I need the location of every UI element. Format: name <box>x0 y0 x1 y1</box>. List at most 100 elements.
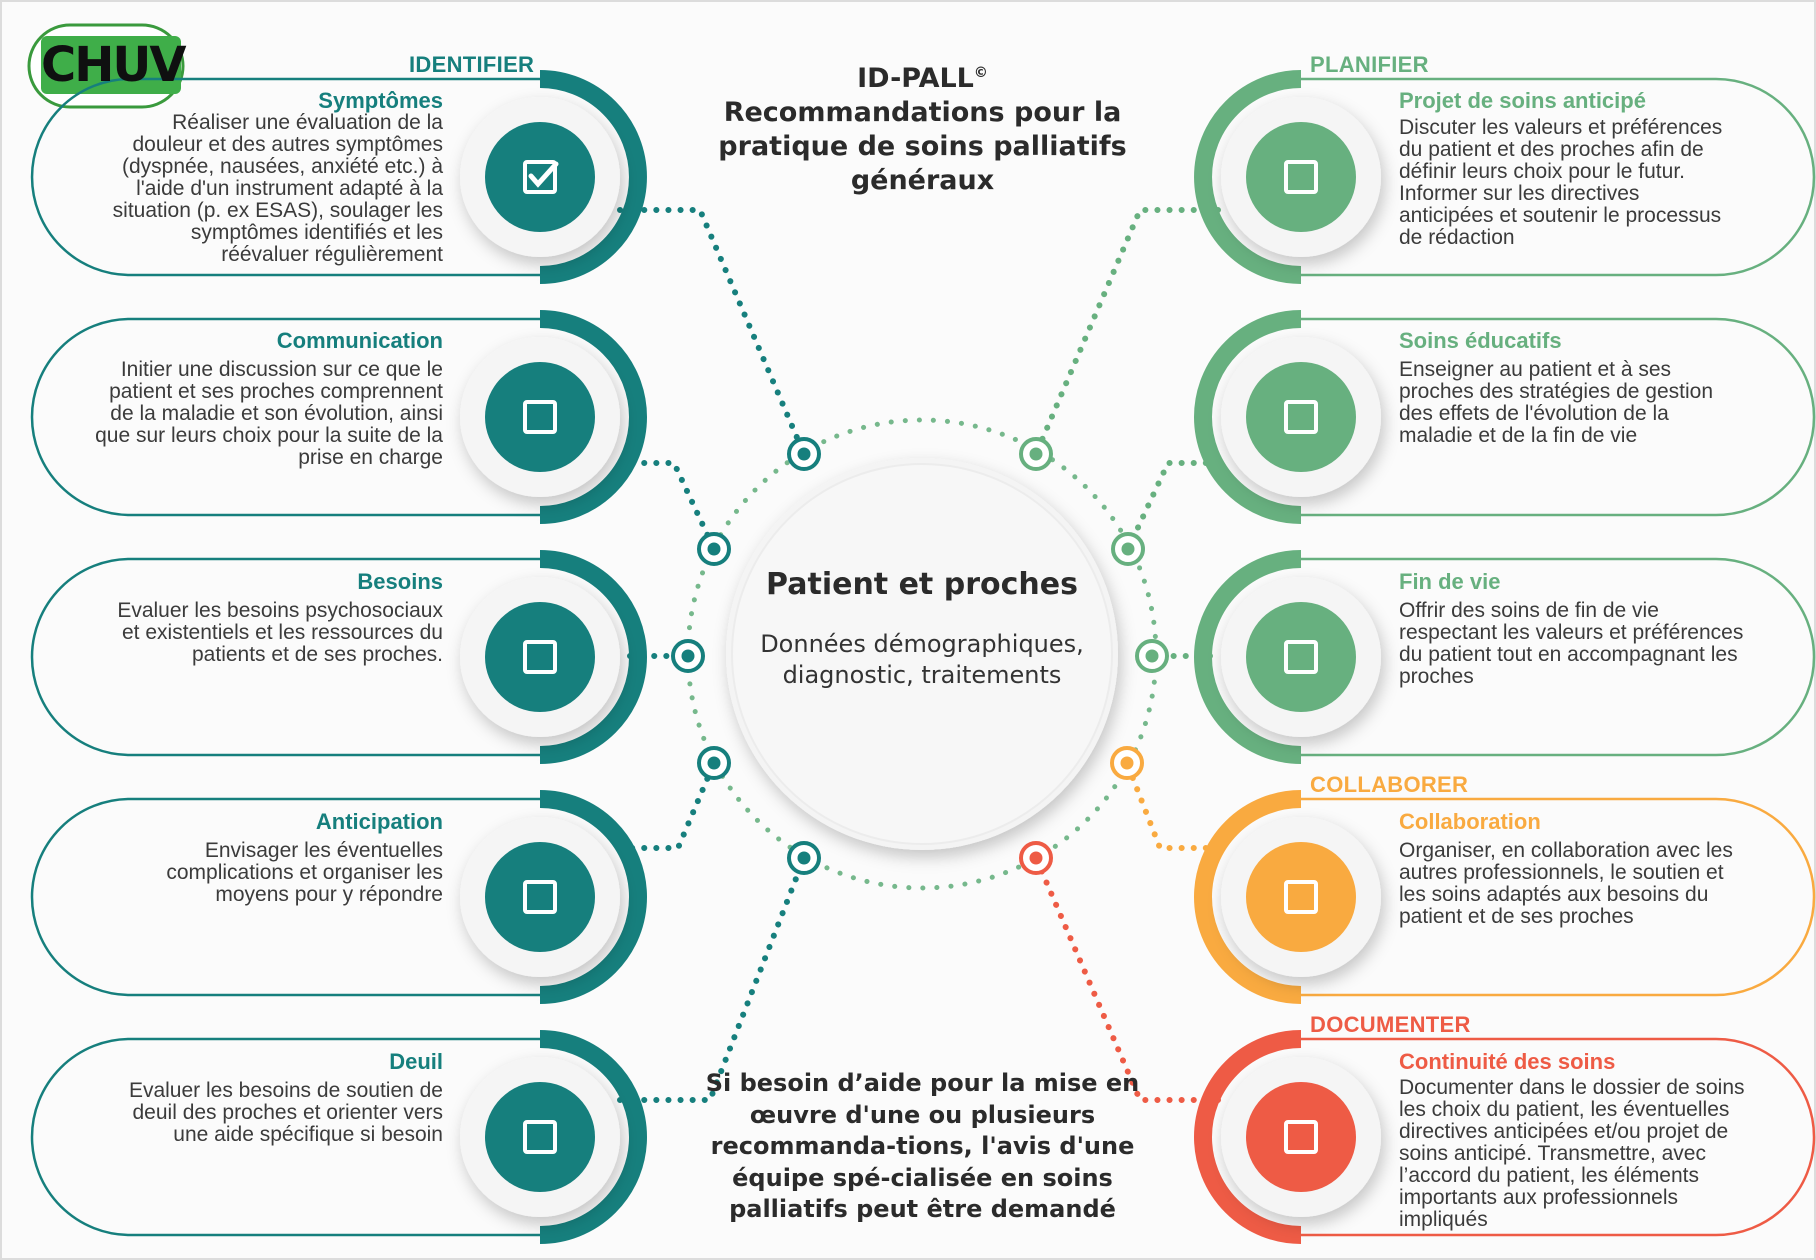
center-title: Patient et proches <box>766 567 1078 602</box>
card-ring-projet-de-soins-anticipe <box>1194 70 1302 284</box>
card-outline-soins-educatifs <box>1301 317 1816 517</box>
card-title-projet-de-soins: Projet de soins anticipé <box>1399 88 1646 113</box>
node-center <box>707 542 721 556</box>
connector-continuite <box>1033 855 1221 1103</box>
card-badge-fill-deuil <box>485 1082 595 1192</box>
card-ring-collaboration <box>1194 790 1302 1004</box>
connector-deuil <box>617 855 807 1103</box>
card-outline-communication <box>30 317 540 517</box>
icon-box <box>1284 1120 1318 1154</box>
card-badge-fill-fin-de-vie <box>1246 602 1356 712</box>
icon-box <box>523 400 557 434</box>
copyright-mark: © <box>973 65 988 81</box>
card-badge-fill-besoins <box>485 602 595 712</box>
card-title-anticipation: Anticipation <box>315 809 443 834</box>
empty-box-icon <box>523 400 557 434</box>
node-center <box>681 649 695 663</box>
bottom-note: Si besoin d’aide pour la mise en œuvre d… <box>705 1069 1140 1223</box>
empty-box-icon <box>1284 640 1318 674</box>
node-center <box>1121 542 1135 556</box>
card-ring-anticipation <box>539 790 647 1004</box>
card-badge-fill-soins-educatifs <box>1246 362 1356 472</box>
connector-node <box>787 437 821 471</box>
empty-box-icon <box>523 640 557 674</box>
card-ring-symptomes <box>539 70 647 284</box>
connector-node <box>787 841 821 875</box>
node-center <box>1029 851 1043 865</box>
connector-nodes <box>671 417 1169 891</box>
checked-box-icon <box>523 160 559 194</box>
card-title-besoins: Besoins <box>357 569 443 594</box>
empty-box-icon <box>523 880 557 914</box>
connector-projet-de-soins <box>1033 207 1221 457</box>
empty-box-icon <box>1284 880 1318 914</box>
card-outline-symptomes <box>30 77 540 277</box>
icon-box <box>523 1120 557 1154</box>
card-badge-fill-collaboration <box>1246 842 1356 952</box>
icon-check <box>528 161 559 188</box>
connector-node <box>1019 841 1053 875</box>
card-outline-projet-de-soins-anticipe <box>1301 77 1816 277</box>
empty-box-icon <box>523 1120 557 1154</box>
card-badge-fill-continuite-des-soins <box>1246 1082 1356 1192</box>
card-title-communication: Communication <box>276 328 443 353</box>
section-collaborer: COLLABORER <box>1310 772 1469 797</box>
connector-node <box>1110 746 1144 780</box>
card-outline-fin-de-vie <box>1301 557 1816 757</box>
node-center <box>797 851 811 865</box>
empty-box-icon <box>1284 400 1318 434</box>
connector-collaboration <box>1124 760 1221 851</box>
card-title-symptomes: Symptômes <box>318 88 443 113</box>
connector-anticipation <box>617 760 717 851</box>
card-ring-soins-educatifs <box>1194 310 1302 524</box>
chuv-logo-text: CHUV <box>41 37 187 93</box>
icon-box <box>1284 400 1318 434</box>
connector-soins-educatifs <box>1125 460 1221 552</box>
card-outline-continuite-des-soins <box>1301 1037 1816 1237</box>
icon-box <box>1284 160 1318 194</box>
center-circle-inner <box>731 463 1113 845</box>
cards-graphics <box>30 70 1816 1244</box>
card-outline-collaboration <box>1301 797 1816 997</box>
node-center <box>1120 756 1134 770</box>
icon-box <box>1284 640 1318 674</box>
card-badge-fill-symptomes <box>485 122 595 232</box>
node-center <box>1145 649 1159 663</box>
connector-node <box>1135 639 1169 673</box>
connector-node <box>697 532 731 566</box>
card-ring-fin-de-vie <box>1194 550 1302 764</box>
card-title-collaboration: Collaboration <box>1399 809 1541 834</box>
card-badge-fill-anticipation <box>485 842 595 952</box>
empty-box-icon <box>1284 1120 1318 1154</box>
card-title-deuil: Deuil <box>389 1049 443 1074</box>
icon-box <box>523 640 557 674</box>
section-identifier: IDENTIFIER <box>409 52 535 77</box>
title-subtitle: Recommandations pour la pratique de soin… <box>718 97 1127 196</box>
node-center <box>797 447 811 461</box>
connector-node <box>1019 437 1053 471</box>
connectors <box>617 207 1221 1103</box>
icon-box <box>523 880 557 914</box>
card-ring-communication <box>539 310 647 524</box>
card-title-fin-de-vie: Fin de vie <box>1399 569 1501 594</box>
section-documenter: DOCUMENTER <box>1310 1012 1471 1037</box>
node-center <box>1029 447 1043 461</box>
center-subtitle: Données démographiques, diagnostic, trai… <box>760 630 1084 689</box>
card-ring-besoins <box>539 550 647 764</box>
card-outline-deuil <box>30 1037 540 1237</box>
connector-node <box>697 746 731 780</box>
card-title-continuite: Continuité des soins <box>1399 1049 1616 1074</box>
